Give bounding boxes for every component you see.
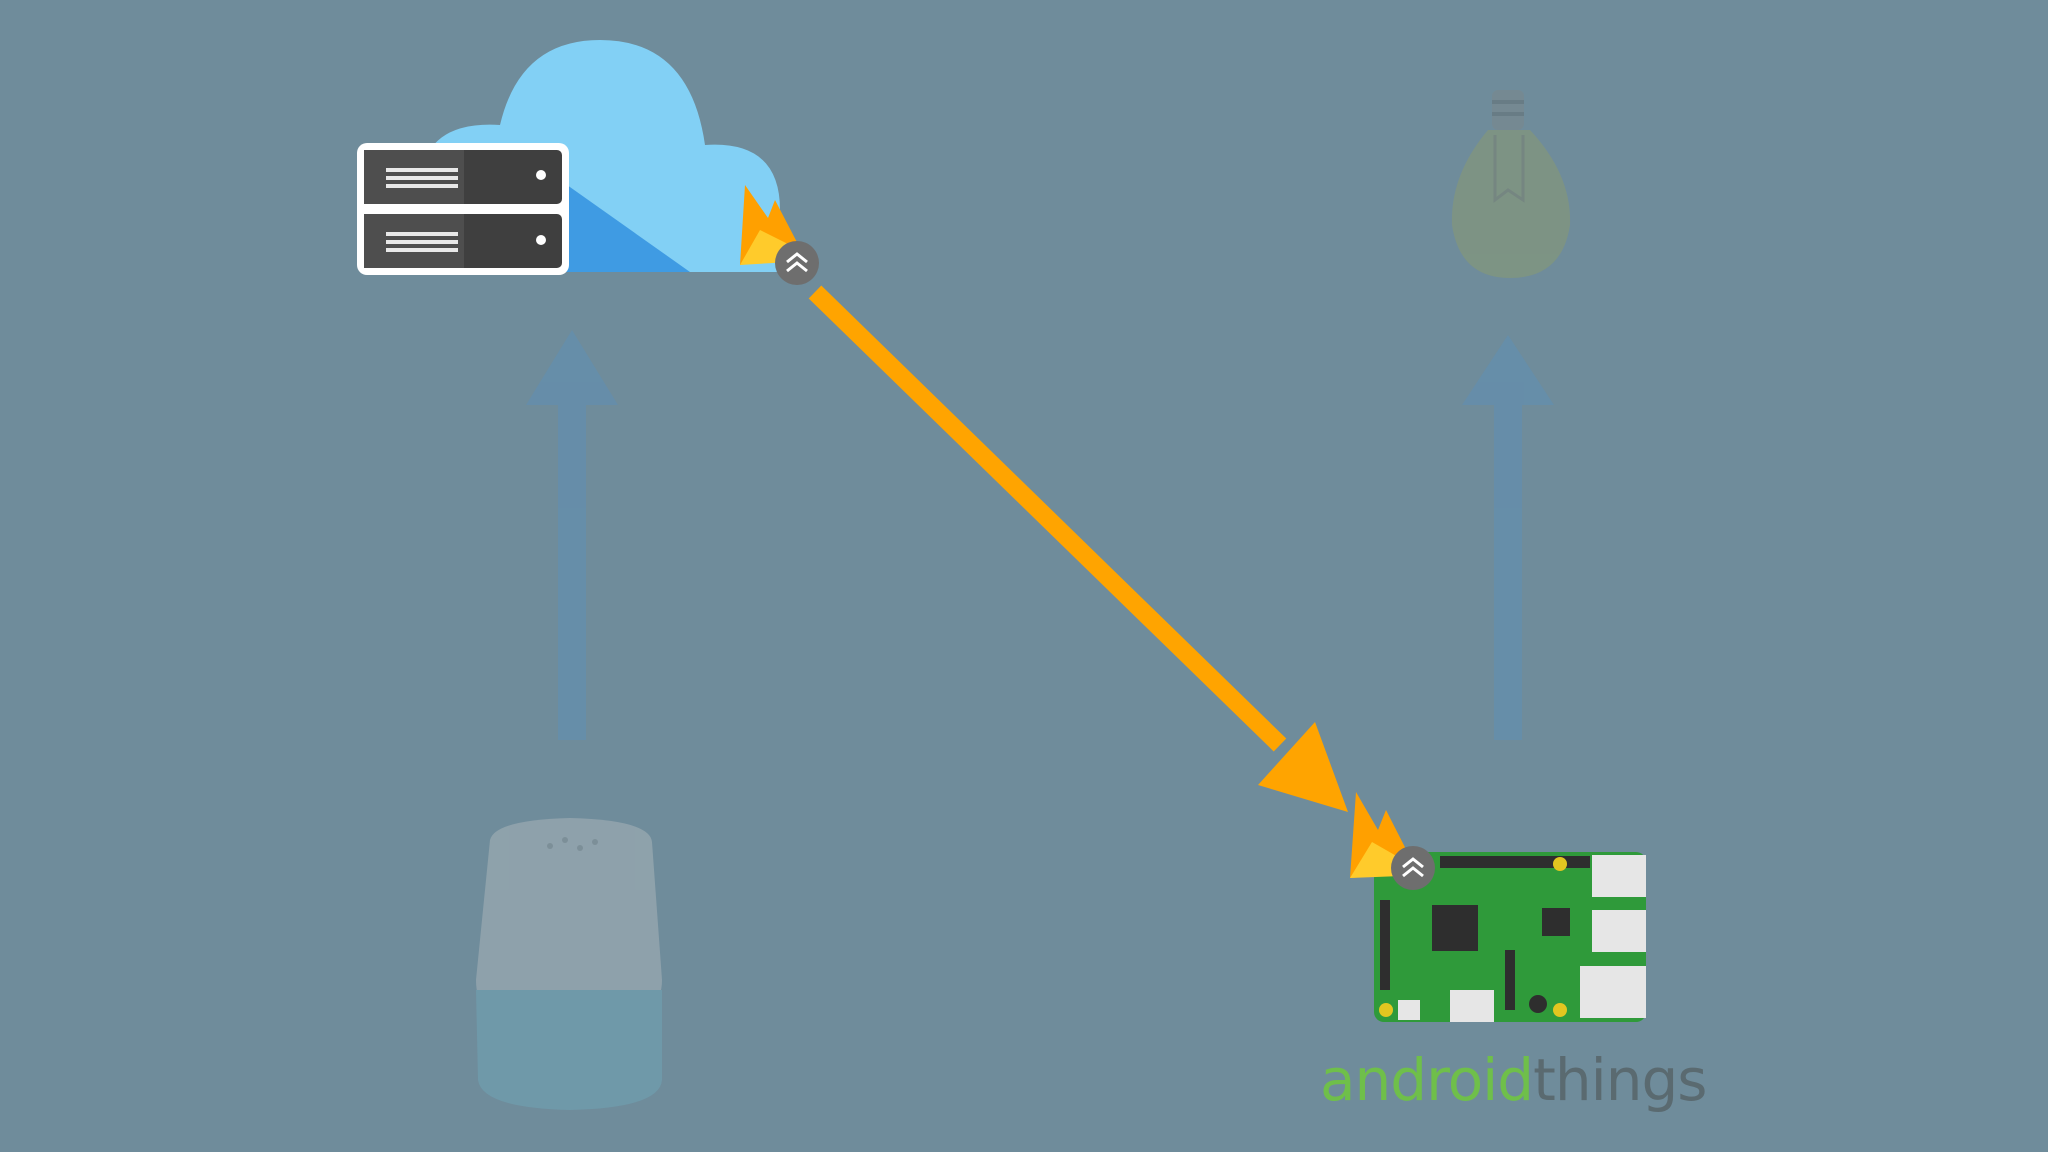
raspberry-pi-board-icon xyxy=(1374,852,1646,1022)
arrow-board-to-bulb xyxy=(1462,335,1554,740)
firebase-icon xyxy=(1350,792,1435,890)
arrow-speaker-to-cloud xyxy=(526,330,618,740)
logo-part-android: android xyxy=(1320,1046,1534,1114)
logo-part-things: things xyxy=(1533,1046,1707,1114)
light-bulb-icon xyxy=(1451,90,1571,278)
arrow-cloud-to-board xyxy=(808,285,1348,812)
android-things-logo: androidthings xyxy=(1320,1040,1708,1120)
server-icon xyxy=(357,143,569,275)
smart-speaker-icon xyxy=(476,818,662,1110)
firebase-icon xyxy=(740,185,819,285)
